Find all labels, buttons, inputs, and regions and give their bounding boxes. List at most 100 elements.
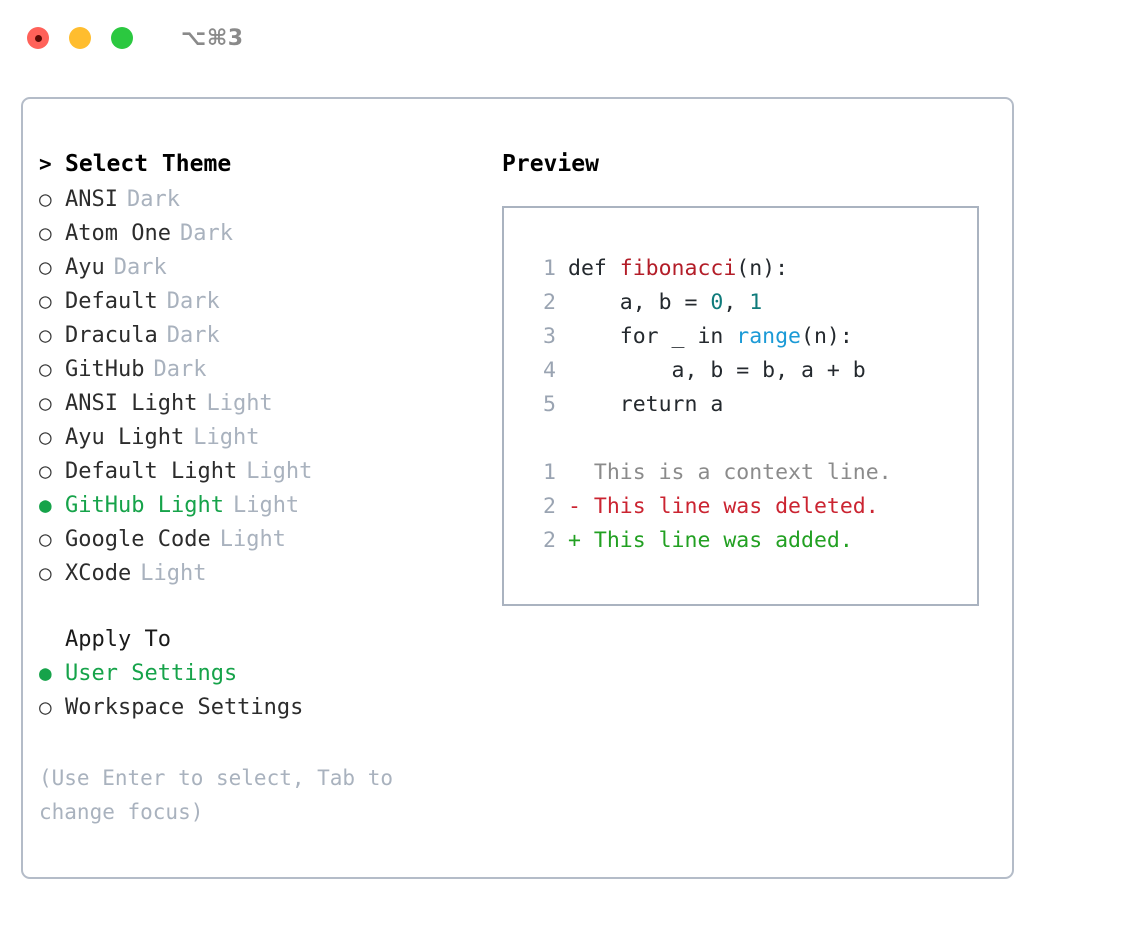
code-token: 0 bbox=[710, 290, 724, 315]
code-token: return a bbox=[568, 392, 724, 417]
diff-marker: - bbox=[568, 494, 581, 519]
code-token: range bbox=[736, 324, 802, 349]
radio-unselected-icon[interactable]: ○ bbox=[39, 221, 52, 245]
theme-option-row[interactable]: ○ Google Code Light bbox=[39, 527, 479, 561]
diff-line-text: This is a context line. bbox=[580, 460, 892, 485]
diff-line-number: 2 bbox=[543, 528, 556, 553]
diff-line-text: This line was deleted. bbox=[580, 494, 879, 519]
theme-option-name: XCode bbox=[65, 561, 132, 586]
apply-to-option-name: Workspace Settings bbox=[65, 695, 304, 720]
apply-to-label: Apply To bbox=[65, 627, 171, 652]
code-line-number: 2 bbox=[543, 290, 556, 315]
code-token: 1 bbox=[749, 290, 763, 315]
code-token: a, b = b, a + b bbox=[568, 358, 866, 383]
section-spacer bbox=[39, 595, 479, 627]
code-line-number: 5 bbox=[543, 392, 556, 417]
radio-unselected-icon[interactable]: ○ bbox=[39, 695, 52, 719]
apply-to-options-list: ● User Settings ○ Workspace Settings bbox=[39, 661, 479, 729]
radio-unselected-icon[interactable]: ○ bbox=[39, 323, 52, 347]
apply-to-header: ○ Apply To bbox=[39, 627, 479, 661]
prompt-caret-icon: > bbox=[39, 152, 52, 176]
window-controls bbox=[27, 27, 133, 49]
code-line: 5 return a bbox=[526, 392, 977, 426]
theme-option-row[interactable]: ○ Ayu Dark bbox=[39, 255, 479, 289]
radio-unselected-icon[interactable]: ○ bbox=[39, 289, 52, 313]
theme-option-tag: Light bbox=[246, 459, 313, 484]
code-token: fibonacci bbox=[619, 256, 737, 281]
code-diff-spacer bbox=[526, 426, 977, 460]
theme-option-name: Google Code bbox=[65, 527, 211, 552]
diff-sample: 1 This is a context line.2- This line wa… bbox=[526, 460, 977, 562]
code-token: for _ in bbox=[568, 324, 737, 349]
diff-marker: + bbox=[568, 528, 581, 553]
theme-option-row[interactable]: ○ Default Dark bbox=[39, 289, 479, 323]
diff-line: 1 This is a context line. bbox=[526, 460, 977, 494]
zoom-button-icon[interactable] bbox=[111, 27, 133, 49]
theme-option-tag: Dark bbox=[166, 323, 220, 348]
diff-line-number: 2 bbox=[543, 494, 556, 519]
theme-option-row[interactable]: ● GitHub Light Light bbox=[39, 493, 479, 527]
radio-selected-icon[interactable]: ● bbox=[39, 661, 52, 685]
radio-unselected-icon[interactable]: ○ bbox=[39, 527, 52, 551]
theme-option-name: GitHub Light bbox=[65, 493, 224, 518]
select-theme-header: > Select Theme bbox=[39, 151, 479, 187]
theme-option-name: ANSI Light bbox=[65, 391, 198, 416]
code-line: 2 a, b = 0, 1 bbox=[526, 290, 977, 324]
preview-title: Preview bbox=[502, 151, 599, 177]
title-bar: ⌥⌘3 bbox=[0, 0, 1140, 76]
code-line: 3 for _ in range(n): bbox=[526, 324, 977, 358]
diff-line-number: 1 bbox=[543, 460, 556, 485]
radio-selected-icon[interactable]: ● bbox=[39, 493, 52, 517]
diff-line-text: This line was added. bbox=[580, 528, 853, 553]
theme-option-row[interactable]: ○ XCode Light bbox=[39, 561, 479, 595]
theme-option-tag: Dark bbox=[113, 255, 167, 280]
code-token: def bbox=[568, 256, 620, 281]
apply-to-option-row[interactable]: ● User Settings bbox=[39, 661, 479, 695]
diff-line: 2 + This line was added. bbox=[526, 528, 977, 562]
theme-option-tag: Dark bbox=[179, 221, 233, 246]
keyboard-hint-text: (Use Enter to select, Tab to change focu… bbox=[39, 766, 394, 824]
theme-option-name: Ayu bbox=[65, 255, 105, 280]
apply-to-option-row[interactable]: ○ Workspace Settings bbox=[39, 695, 479, 729]
theme-option-name: GitHub bbox=[65, 357, 145, 382]
theme-option-tag: Light bbox=[219, 527, 286, 552]
minimize-button-icon[interactable] bbox=[69, 27, 91, 49]
theme-option-tag: Light bbox=[140, 561, 207, 586]
diff-line: 2- This line was deleted. bbox=[526, 494, 977, 528]
close-button-icon[interactable] bbox=[27, 27, 49, 49]
diff-marker bbox=[568, 460, 581, 485]
theme-option-name: Default bbox=[65, 289, 158, 314]
radio-unselected-icon[interactable]: ○ bbox=[39, 255, 52, 279]
radio-unselected-icon[interactable]: ○ bbox=[39, 561, 52, 585]
radio-unselected-icon[interactable]: ○ bbox=[39, 357, 52, 381]
theme-option-row[interactable]: ○ Dracula Dark bbox=[39, 323, 479, 357]
code-line-number: 1 bbox=[543, 256, 556, 281]
theme-option-name: Ayu Light bbox=[65, 425, 185, 450]
radio-unselected-icon[interactable]: ○ bbox=[39, 391, 52, 415]
keyboard-shortcut-label: ⌥⌘3 bbox=[181, 25, 244, 51]
theme-option-row[interactable]: ○ Ayu Light Light bbox=[39, 425, 479, 459]
theme-option-tag: Dark bbox=[166, 289, 220, 314]
apply-to-option-name: User Settings bbox=[65, 661, 238, 686]
theme-option-name: Dracula bbox=[65, 323, 158, 348]
code-token: a, b = bbox=[568, 290, 711, 315]
radio-unselected-icon[interactable]: ○ bbox=[39, 425, 52, 449]
radio-unselected-icon[interactable]: ○ bbox=[39, 459, 52, 483]
theme-option-tag: Light bbox=[193, 425, 260, 450]
radio-unselected-icon[interactable]: ○ bbox=[39, 187, 52, 211]
theme-option-tag: Dark bbox=[126, 187, 180, 212]
apply-to-indent-spacer: ○ bbox=[39, 629, 65, 650]
theme-option-tag: Light bbox=[232, 493, 300, 518]
